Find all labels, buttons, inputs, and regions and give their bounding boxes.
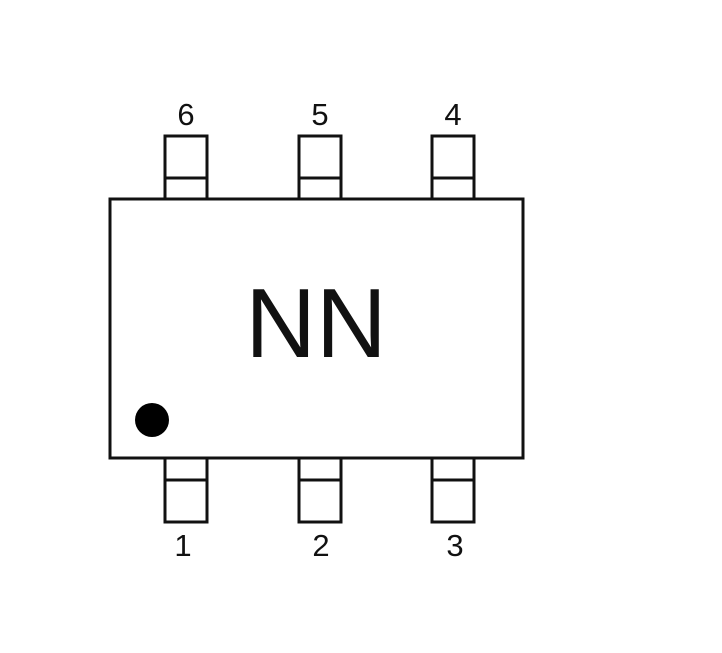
pin-label-6: 6 — [177, 97, 194, 132]
pin-2-lead — [297, 456, 343, 524]
package-marking: NN — [245, 268, 387, 378]
pin-1-lead — [163, 456, 209, 524]
pin-label-2: 2 — [312, 528, 329, 563]
pin-label-1: 1 — [174, 528, 191, 563]
pin-label-5: 5 — [311, 97, 328, 132]
pin-1-indicator-dot — [135, 403, 169, 437]
pin-3-lead — [430, 456, 476, 524]
pin-5-lead — [297, 134, 343, 201]
pin-4-lead — [430, 134, 476, 201]
package-body — [108, 197, 525, 460]
pin-6-lead — [163, 134, 209, 201]
pin-label-3: 3 — [446, 528, 463, 563]
pin-label-4: 4 — [444, 97, 461, 132]
bottom-leads — [163, 456, 476, 524]
top-leads — [163, 134, 476, 201]
